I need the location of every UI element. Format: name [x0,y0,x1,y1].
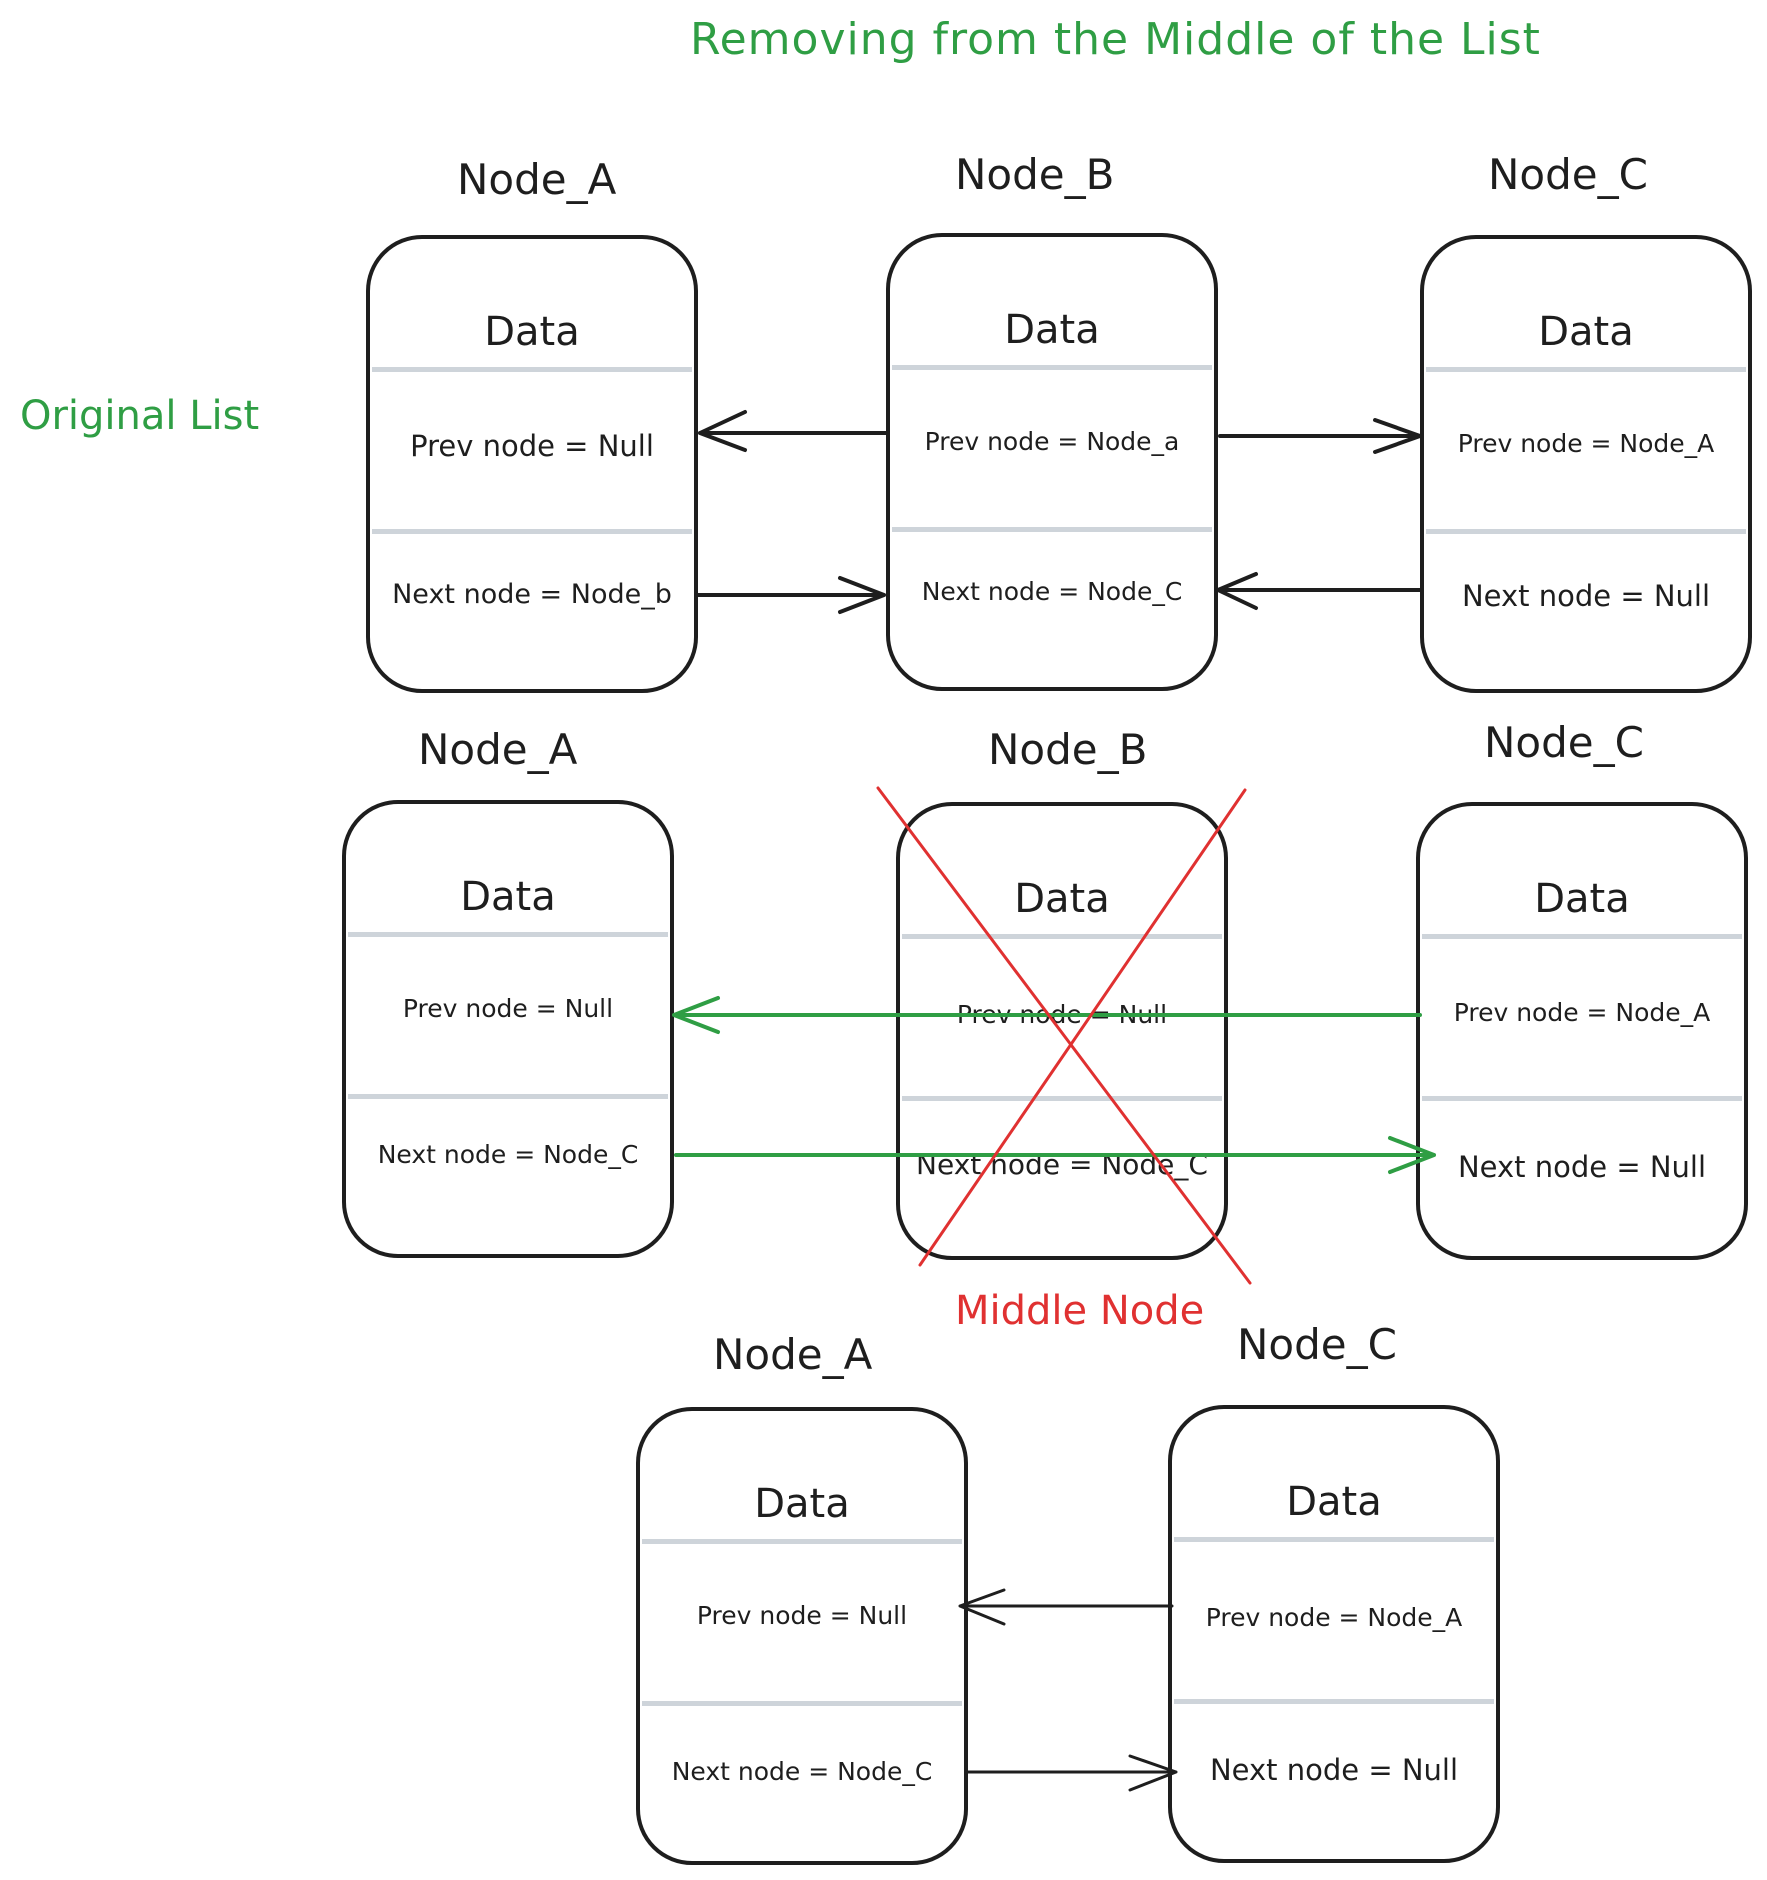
prev-pointer: Prev node = Null [402,994,614,1023]
arrow-c-next-to-b [1216,572,1422,610]
node-b-box: Data Prev node = Node_a Next node = Node… [886,233,1218,691]
prev-pointer: Prev node = Null [696,1601,908,1630]
node-a-box: Data Prev node = Null Next node = Node_C [342,800,674,1258]
node-b-label: Node_B [988,725,1148,774]
next-pointer: Next node = Node_b [392,579,672,610]
prev-pointer: Prev node = Node_A [1457,429,1715,458]
arrow-b-to-c [1218,418,1422,454]
divider [348,1094,668,1099]
node-c-box: Data Prev node = Node_A Next node = Null [1420,235,1752,693]
next-pointer: Next node = Null [1457,1150,1707,1184]
node-data: Data [1004,307,1100,353]
next-pointer: Next node = Node_C [671,1757,933,1786]
prev-pointer: Prev node = Node_A [1205,1603,1463,1632]
divider [902,1096,1222,1101]
divider [1174,1699,1494,1704]
divider [1422,1096,1742,1101]
node-data: Data [1286,1479,1382,1525]
cross-line-1 [876,786,1252,1285]
divider [892,365,1212,370]
next-pointer: Next node = Node_C [921,577,1183,606]
diagram-title: Removing from the Middle of the List [690,14,1541,65]
node-a-label: Node_A [457,155,617,204]
middle-node-label: Middle Node [955,1288,1205,1334]
arrow-b-prev-to-a [698,410,888,452]
node-data: Data [484,309,580,355]
node-data: Data [1014,876,1110,922]
prev-pointer: Prev node = Node_a [924,427,1180,456]
node-c-box: Data Prev node = Node_A Next node = Null [1168,1405,1500,1863]
arrow-c-prev-to-a-final [958,1588,1174,1626]
node-a-label: Node_A [418,725,578,774]
arrow-a-next-to-c-final [966,1754,1178,1792]
next-pointer: Next node = Null [1461,579,1711,613]
divider [1174,1537,1494,1542]
divider [348,932,668,937]
node-c-label: Node_C [1237,1320,1397,1369]
node-data: Data [754,1481,850,1527]
prev-pointer: Prev node = Node_A [1453,998,1711,1027]
next-pointer: Next node = Node_C [377,1140,639,1169]
divider [372,529,692,534]
node-c-label: Node_C [1488,150,1648,199]
divider [1422,934,1742,939]
prev-pointer: Prev node = Null [410,429,654,463]
next-pointer: Next node = Null [1209,1753,1459,1787]
node-data: Data [1534,876,1630,922]
divider [1426,367,1746,372]
divider [892,527,1212,532]
divider [902,934,1222,939]
node-b-label: Node_B [955,150,1115,199]
arrow-a-next-to-c [674,1136,1436,1174]
divider [642,1539,962,1544]
node-c-label: Node_C [1484,718,1644,767]
node-c-box: Data Prev node = Node_A Next node = Null [1416,802,1748,1260]
node-data: Data [460,874,556,920]
node-a-box: Data Prev node = Null Next node = Node_b [366,235,698,693]
arrow-a-next-to-b [694,576,886,614]
divider [642,1701,962,1706]
node-a-label: Node_A [713,1330,873,1379]
divider [372,367,692,372]
cross-line-2 [918,788,1247,1267]
node-data: Data [1538,309,1634,355]
node-a-box: Data Prev node = Null Next node = Node_C [636,1407,968,1865]
original-list-label: Original List [20,393,260,439]
divider [1426,529,1746,534]
